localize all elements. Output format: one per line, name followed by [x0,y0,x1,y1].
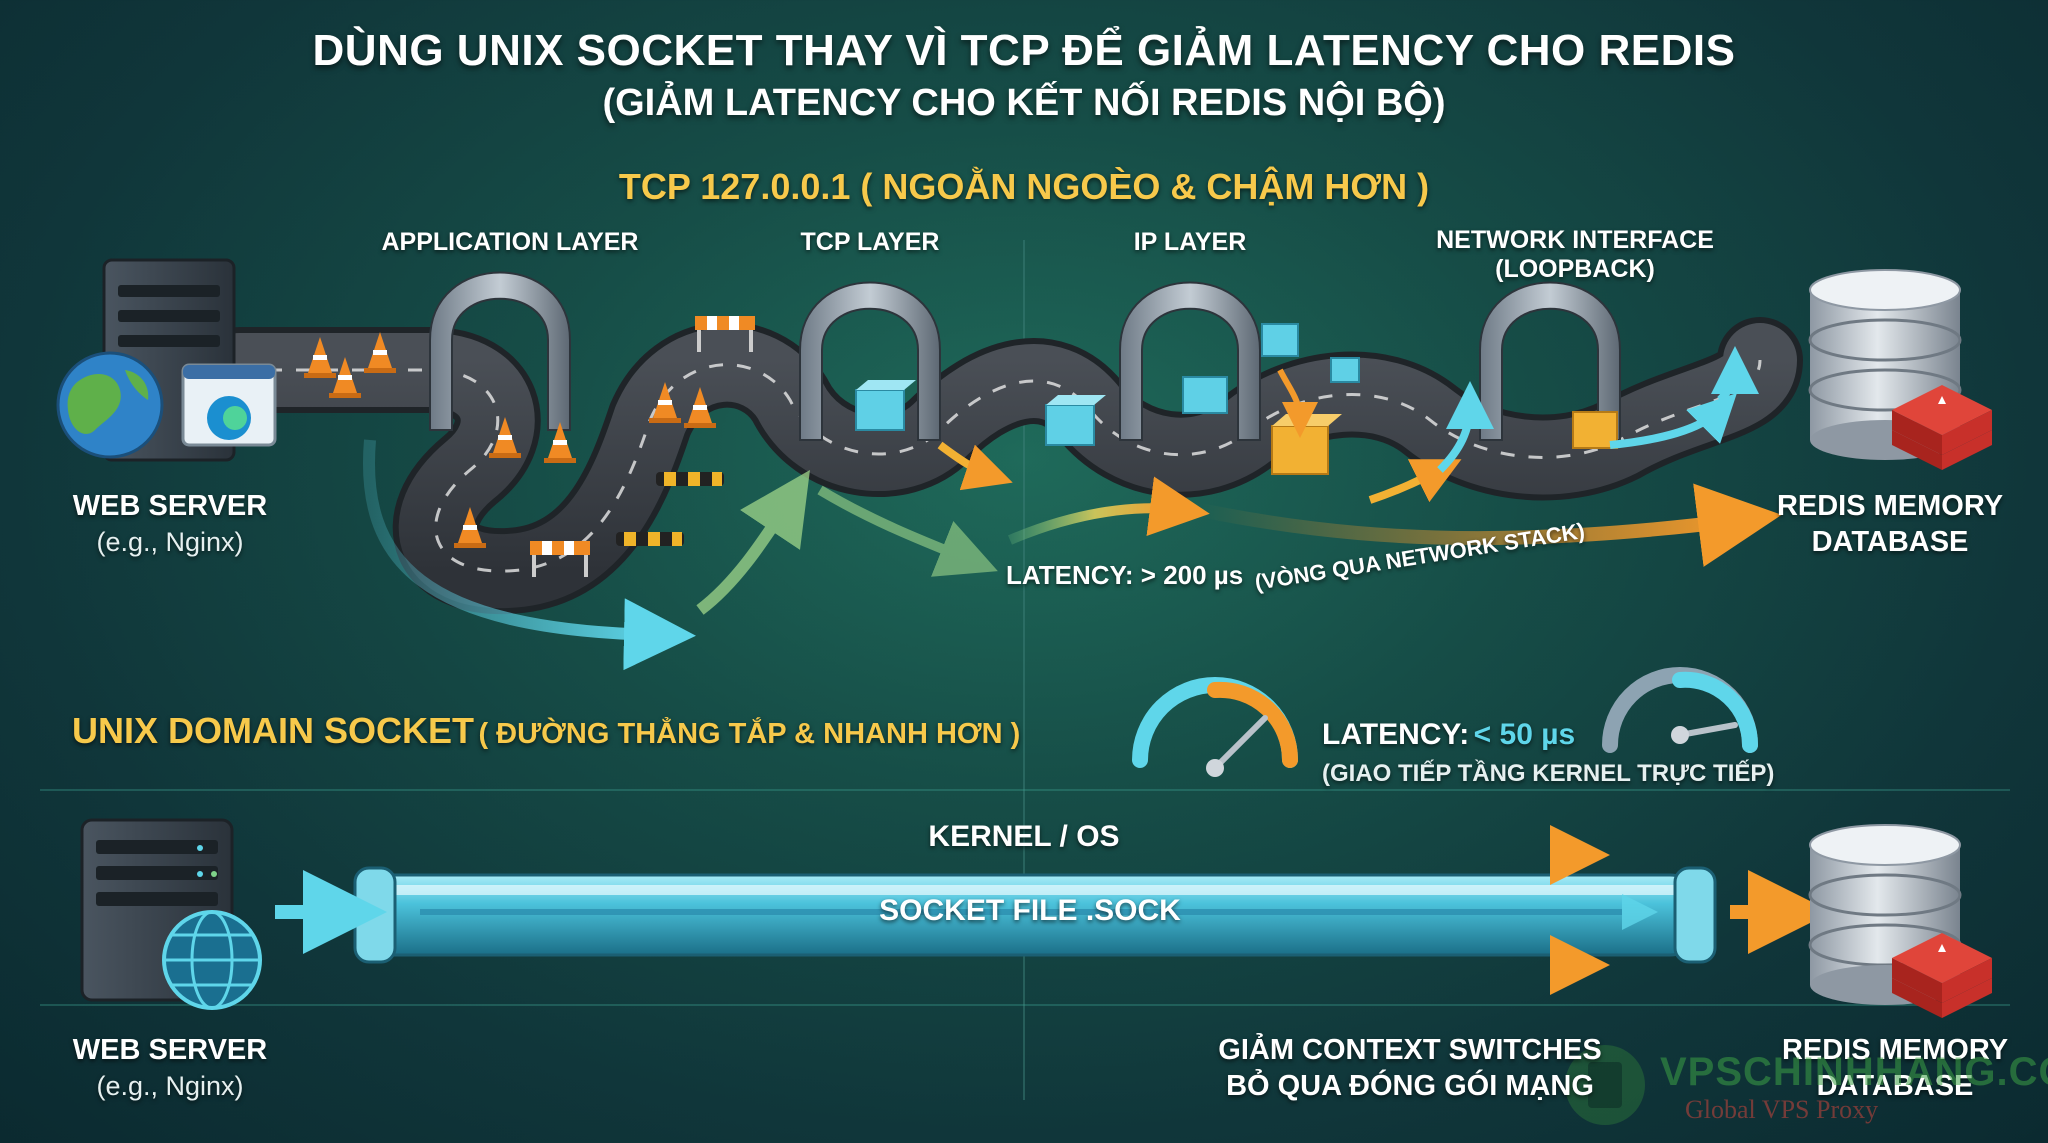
layer-label-loopback: (LOOPBACK) [1495,255,1655,283]
layer-label-ip: IP LAYER [1133,228,1247,256]
web-server-name-tcp: WEB SERVER [72,490,268,522]
unix-latency: LATENCY: < 50 µs [1322,718,1575,752]
tcp-flow-arrows [363,346,1782,671]
web-server-sub-tcp: (e.g., Nginx) [96,527,244,557]
redis-name2-tcp: DATABASE [1811,526,1969,558]
benefit-context-switches: GIẢM CONTEXT SWITCHES [1218,1034,1602,1066]
layer-label-network-interface: NETWORK INTERFACE [1436,226,1714,254]
unix-latency-note: (GIAO TIẾP TẦNG KERNEL TRỰC TIẾP) [1322,760,1775,787]
benefit-no-packet-wrap: BỎ QUA ĐÓNG GÓI MẠNG [1226,1070,1594,1102]
speedometer-slow-icon [1132,677,1299,777]
watermark-tagline: Global VPS Proxy [1685,1095,1879,1124]
redis-name-tcp: REDIS MEMORY [1776,490,2004,522]
redis-caption-unix: REDIS MEMORY DATABASE [1760,1032,2030,1104]
redis-name-unix: REDIS MEMORY [1781,1034,2009,1066]
redis-database-icon-tcp [1808,269,1992,470]
tcp-latency-label: LATENCY: > 200 µs [1006,560,1244,590]
web-server-name-unix: WEB SERVER [72,1034,268,1066]
pipe-label: SOCKET FILE .SOCK [879,894,1181,927]
unix-latency-prefix: LATENCY: [1322,718,1470,751]
unix-section-heading: UNIX DOMAIN SOCKET ( ĐƯỜNG THẲNG TẮP & N… [72,710,1020,752]
data-packets [855,323,1618,475]
road-barriers [530,316,755,577]
unix-section-title: UNIX DOMAIN SOCKET [72,710,475,751]
watermark-logo-icon [1565,1045,1645,1125]
layer-label-application: APPLICATION LAYER [381,228,639,256]
unix-flow-arrows [275,825,1832,995]
redis-name2-unix: DATABASE [1816,1070,1974,1102]
web-server-icon-unix [80,818,262,1010]
unix-latency-value: < 50 µs [1473,718,1576,751]
page-title: DÙNG UNIX SOCKET THAY VÌ TCP ĐỂ GIẢM LAT… [312,26,1736,75]
page-subtitle: (GIẢM LATENCY CHO KẾT NỐI REDIS NỘI BỘ) [602,82,1446,124]
watermark-brand: VPSCHINHHANG.COM [1660,1050,2048,1094]
speedometer-fast-icon [1602,667,1759,753]
tcp-section-title: TCP 127.0.0.1 ( NGOẰN NGOÈO & CHẬM HƠN ) [618,166,1430,207]
web-server-caption-unix: WEB SERVER (e.g., Nginx) [40,1032,300,1104]
unix-benefits: GIẢM CONTEXT SWITCHES BỎ QUA ĐÓNG GÓI MẠ… [1180,1032,1640,1104]
redis-database-icon-unix [1808,824,1992,1018]
web-server-icon-tcp [56,258,277,462]
web-server-sub-unix: (e.g., Nginx) [96,1071,244,1101]
web-server-caption-tcp: WEB SERVER (e.g., Nginx) [40,488,300,560]
traffic-cones [304,332,716,548]
unix-section-title-note: ( ĐƯỜNG THẲNG TẮP & NHANH HƠN ) [478,718,1021,750]
redis-caption-tcp: REDIS MEMORY DATABASE [1760,488,2020,560]
layer-label-tcp: TCP LAYER [800,228,940,256]
kernel-label: KERNEL / OS [928,820,1120,853]
